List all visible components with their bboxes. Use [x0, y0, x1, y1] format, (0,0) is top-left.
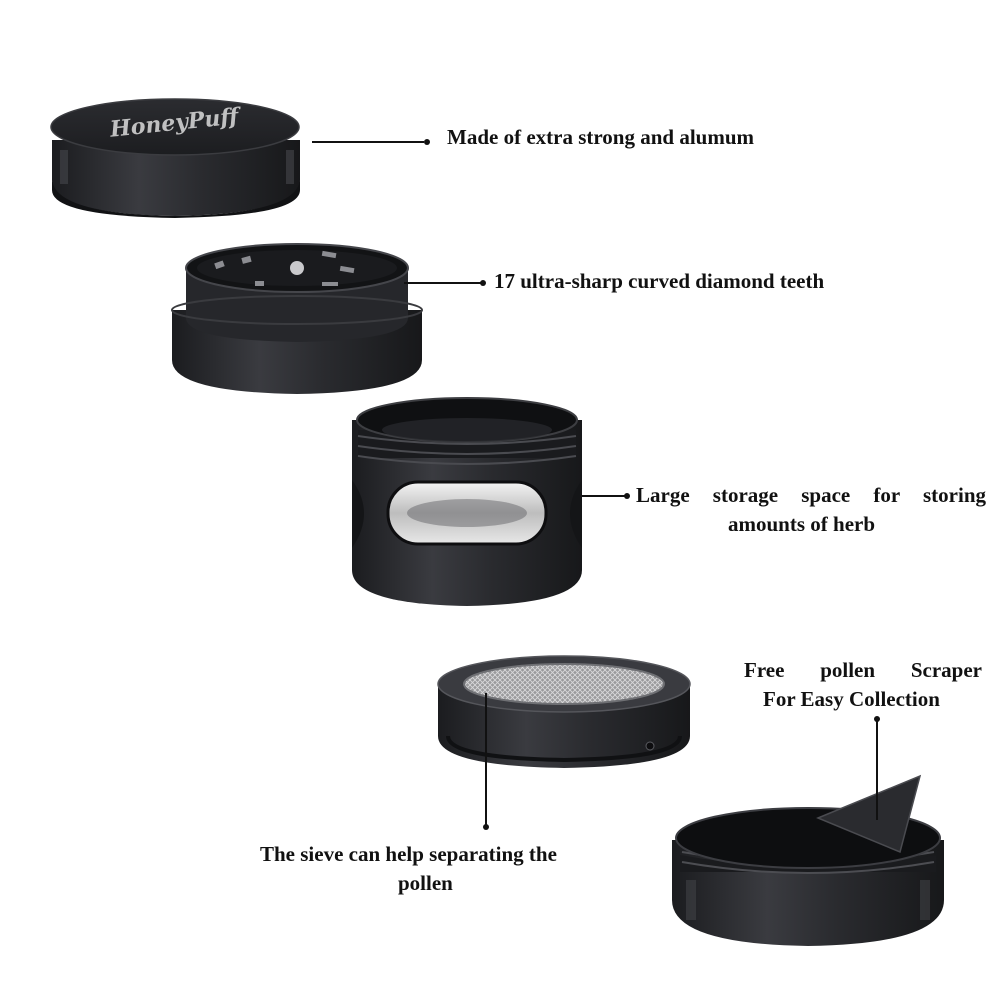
grinder-storage-chamber	[352, 397, 582, 606]
teeth-leader-dot	[480, 280, 486, 286]
center-magnet-icon	[290, 261, 304, 275]
storage-leader-dot	[624, 493, 630, 499]
storage-window	[386, 480, 548, 546]
sieve-caption-line2: pollen	[398, 871, 453, 895]
grinder-lid: HoneyPuff	[50, 98, 300, 218]
lid-caption: Made of extra strong and alumum	[447, 125, 755, 149]
grinder-teeth-layer	[171, 243, 423, 394]
scraper-leader-dot	[874, 716, 880, 722]
grinder-sieve-layer	[437, 655, 691, 768]
teeth-caption: 17 ultra-sharp curved diamond teeth	[494, 269, 825, 293]
sieve-leader-line	[485, 693, 487, 827]
storage-caption-line1: Large storage space for storing	[636, 483, 986, 507]
storage-leader-line	[582, 495, 627, 497]
scraper-caption-line2: For Easy Collection	[763, 687, 940, 711]
sieve-leader-dot	[483, 824, 489, 830]
scraper-leader-line	[876, 720, 878, 820]
sieve-mesh	[463, 663, 665, 705]
grinder-bottom-container	[672, 774, 944, 946]
teeth-leader-line	[404, 282, 484, 284]
lid-leader-line	[312, 141, 424, 143]
storage-caption-line2: amounts of herb	[728, 512, 876, 536]
sieve-caption-line1: The sieve can help separating the	[260, 842, 557, 866]
lid-leader-dot	[424, 139, 430, 145]
scraper-caption-line1: Free pollen Scraper	[744, 658, 982, 682]
pollen-scraper-icon	[816, 774, 922, 854]
